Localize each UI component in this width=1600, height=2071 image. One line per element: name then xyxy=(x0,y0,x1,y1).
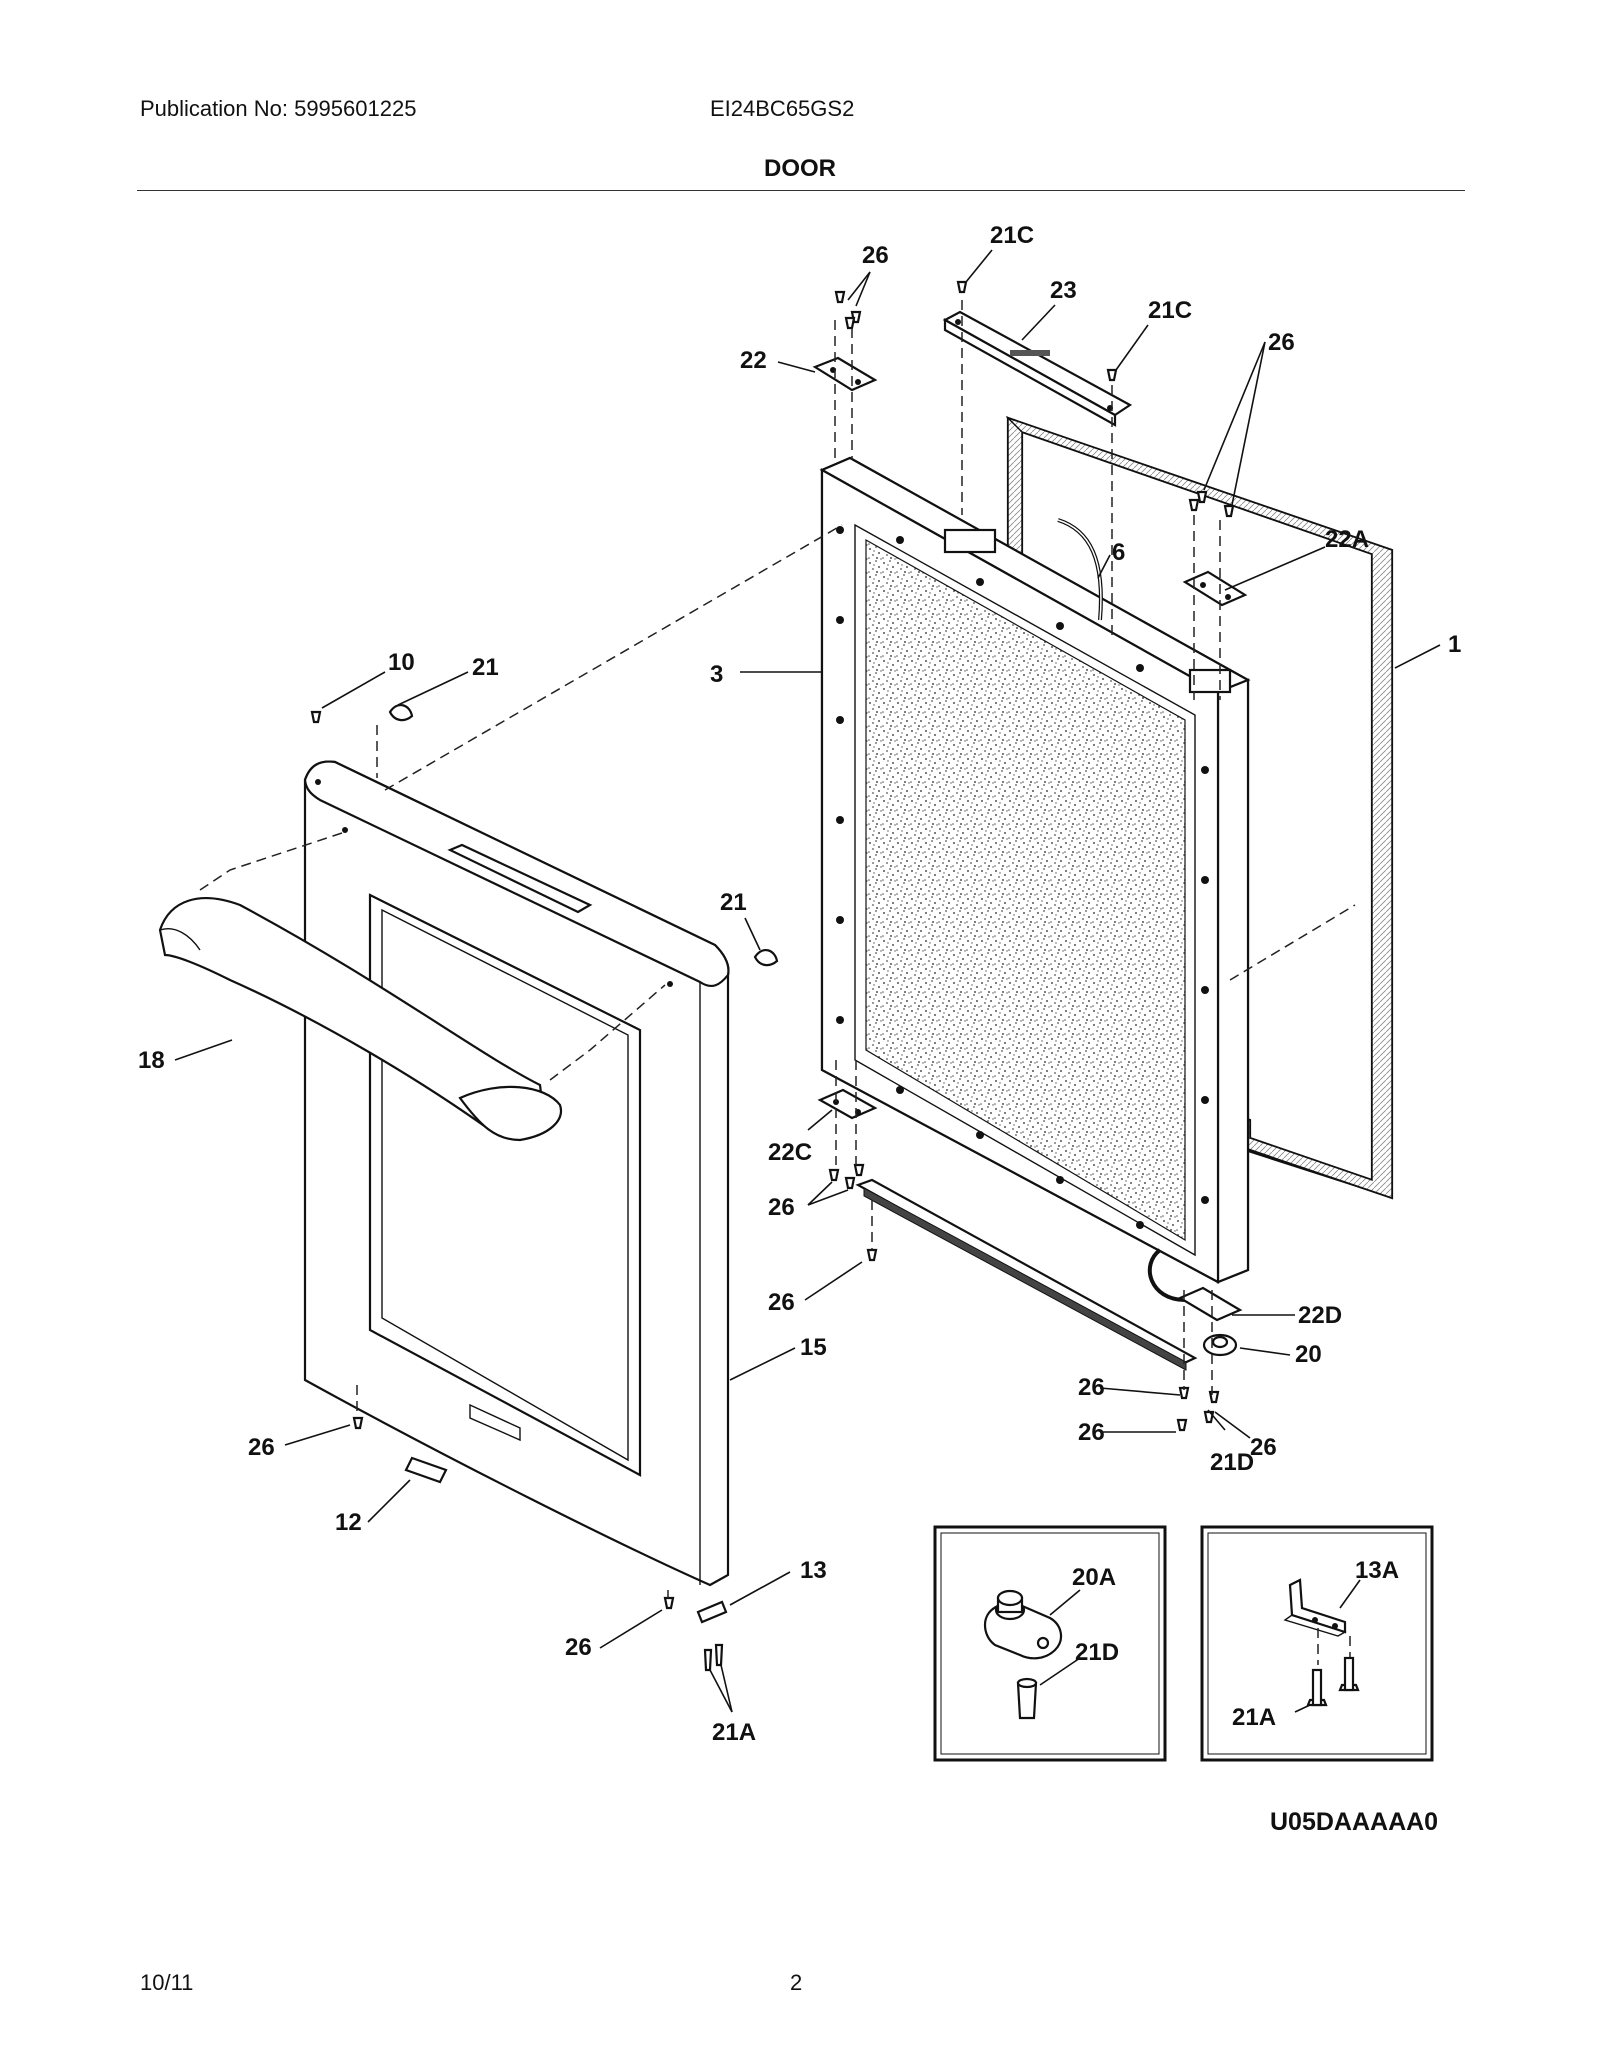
label-22d: 22D xyxy=(1298,1302,1342,1329)
revision-date: 10/11 xyxy=(140,1970,194,1995)
label-26: 26 xyxy=(768,1194,795,1221)
label-21d: 21D xyxy=(1075,1639,1119,1666)
model-number: EI24BC65GS2 xyxy=(710,96,855,121)
label-21: 21 xyxy=(720,889,747,916)
inner-door-panel xyxy=(819,456,1251,1284)
page-number: 2 xyxy=(790,1970,803,1995)
header-divider xyxy=(137,190,1465,191)
label-21a: 21A xyxy=(1232,1704,1276,1731)
hinge-pin xyxy=(696,1600,728,1672)
panel-screw-holes xyxy=(836,526,1209,1229)
inset-bracket-detail: 13A 21A xyxy=(1200,1525,1434,1762)
bottom-trim-strip xyxy=(855,1178,1198,1371)
label-23: 23 xyxy=(1050,277,1077,304)
label-26: 26 xyxy=(1078,1374,1105,1401)
control-bracket xyxy=(942,310,1133,427)
label-1: 1 xyxy=(1448,631,1461,658)
label-21a: 21A xyxy=(712,1719,756,1746)
right-hinge xyxy=(1182,570,1248,607)
label-21: 21 xyxy=(472,654,499,681)
outer-door xyxy=(303,760,730,1587)
label-13a: 13A xyxy=(1355,1557,1399,1584)
door-handle xyxy=(158,897,563,1142)
label-21c: 21C xyxy=(1148,297,1192,324)
label-22c: 22C xyxy=(768,1139,812,1166)
part-labels: 26 21C 23 21C 22 26 22A 6 1 3 10 21 21 1… xyxy=(138,222,1461,1746)
label-6: 6 xyxy=(1112,539,1125,566)
label-22a: 22A xyxy=(1325,526,1369,553)
diagram-code: U05DAAAAA0 xyxy=(1270,1808,1438,1836)
label-26: 26 xyxy=(565,1634,592,1661)
label-20a: 20A xyxy=(1072,1564,1116,1591)
badge xyxy=(404,1456,448,1484)
bottom-hinge xyxy=(1177,1286,1243,1357)
alignment-lines xyxy=(199,300,1356,1598)
label-3: 3 xyxy=(710,661,723,688)
label-26: 26 xyxy=(248,1434,275,1461)
label-22: 22 xyxy=(740,347,767,374)
door-stops xyxy=(388,703,779,967)
page-title: DOOR xyxy=(764,155,836,182)
label-15: 15 xyxy=(800,1334,827,1361)
publication-number: Publication No: 5995601225 xyxy=(140,96,417,121)
label-18: 18 xyxy=(138,1047,165,1074)
label-13: 13 xyxy=(800,1557,827,1584)
label-12: 12 xyxy=(335,1509,362,1536)
label-26: 26 xyxy=(862,242,889,269)
leader-lines xyxy=(174,249,1441,1713)
label-26: 26 xyxy=(1268,329,1295,356)
top-hinge xyxy=(812,356,878,392)
inset-hinge-detail: 20A 21D xyxy=(933,1525,1167,1762)
label-21c: 21C xyxy=(990,222,1034,249)
label-26: 26 xyxy=(1250,1434,1277,1461)
label-20: 20 xyxy=(1295,1341,1322,1368)
label-10: 10 xyxy=(388,649,415,676)
label-26: 26 xyxy=(1078,1419,1105,1446)
label-21d: 21D xyxy=(1210,1449,1254,1476)
label-26: 26 xyxy=(768,1289,795,1316)
screws xyxy=(310,280,1235,1610)
